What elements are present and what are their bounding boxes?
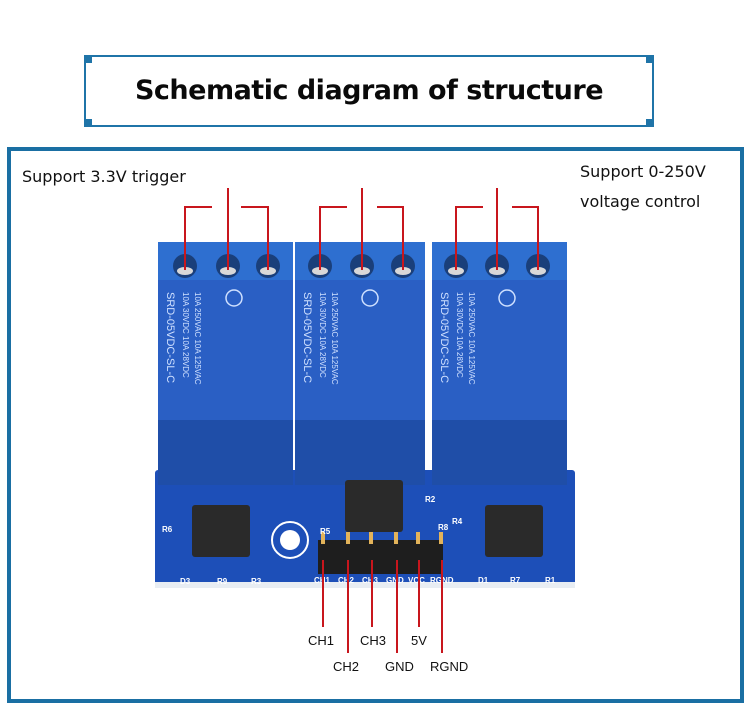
- note-voltage-line2: voltage control: [580, 192, 701, 211]
- silk-r3: R3: [251, 577, 262, 586]
- relay-1-rating1: 10A 250VAC 10A 125VAC: [193, 292, 202, 385]
- callout-rgnd: RGND: [430, 659, 469, 674]
- relay-2: [295, 242, 425, 485]
- silk-r7: R7: [510, 576, 521, 585]
- silk-r6: R6: [162, 525, 173, 534]
- silk-r1: R1: [545, 576, 556, 585]
- corner-mark: [84, 119, 92, 127]
- silk-r5: R5: [320, 527, 331, 536]
- silk-r2: R2: [425, 495, 436, 504]
- diagram-frame: [7, 147, 744, 703]
- terminal-callouts: [184, 188, 539, 270]
- cqc-mark-icon: [361, 289, 379, 307]
- callout-ch3: CH3: [360, 633, 387, 648]
- silk-r4: R4: [452, 517, 463, 526]
- callout-gnd: GND: [385, 659, 414, 674]
- note-voltage: Support 0-250V voltage control: [580, 157, 706, 217]
- corner-mark: [646, 119, 654, 127]
- relay-2-rating2: 10A 30VDC 10A 28VDC: [318, 292, 327, 378]
- corner-mark: [84, 55, 92, 63]
- relay-2-rating1: 10A 250VAC 10A 125VAC: [330, 292, 339, 385]
- silk-d3: D3: [180, 577, 191, 586]
- relay-2-model: SRD-05VDC-SL-C: [301, 292, 313, 383]
- optocouplers: [192, 480, 543, 557]
- silk-vcc: VCC: [408, 576, 425, 585]
- relay-3-rating1: 10A 250VAC 10A 125VAC: [467, 292, 476, 385]
- callout-ch2: CH2: [333, 659, 360, 674]
- note-voltage-line1: Support 0-250V: [580, 162, 706, 181]
- relay-3: [432, 242, 567, 485]
- silk-ch2: CH2: [338, 576, 355, 585]
- note-trigger: Support 3.3V trigger: [22, 167, 186, 186]
- pin-header: [318, 540, 443, 574]
- callout-ch1: CH1: [308, 633, 335, 648]
- silk-r9: R9: [217, 577, 228, 586]
- relay-1: [158, 242, 293, 485]
- relay-1-rating2: 10A 30VDC 10A 28VDC: [181, 292, 190, 378]
- relay-1-model: SRD-05VDC-SL-C: [164, 292, 176, 383]
- title-box: Schematic diagram of structure: [84, 55, 654, 127]
- silk-gnd: GND: [386, 576, 404, 585]
- cqc-mark-icon: [225, 289, 243, 307]
- relay-3-model: SRD-05VDC-SL-C: [438, 292, 450, 383]
- callout-5v: 5V: [411, 633, 427, 648]
- cqc-mark-icon: [498, 289, 516, 307]
- corner-mark: [646, 55, 654, 63]
- relay-3-rating2: 10A 30VDC 10A 28VDC: [455, 292, 464, 378]
- page-title: Schematic diagram of structure: [134, 75, 604, 106]
- pin-callouts: [322, 560, 443, 653]
- silk-r8: R8: [438, 523, 449, 532]
- silk-ch3: CH3: [362, 576, 379, 585]
- mounting-hole: [271, 521, 309, 559]
- silk-d1: D1: [478, 576, 489, 585]
